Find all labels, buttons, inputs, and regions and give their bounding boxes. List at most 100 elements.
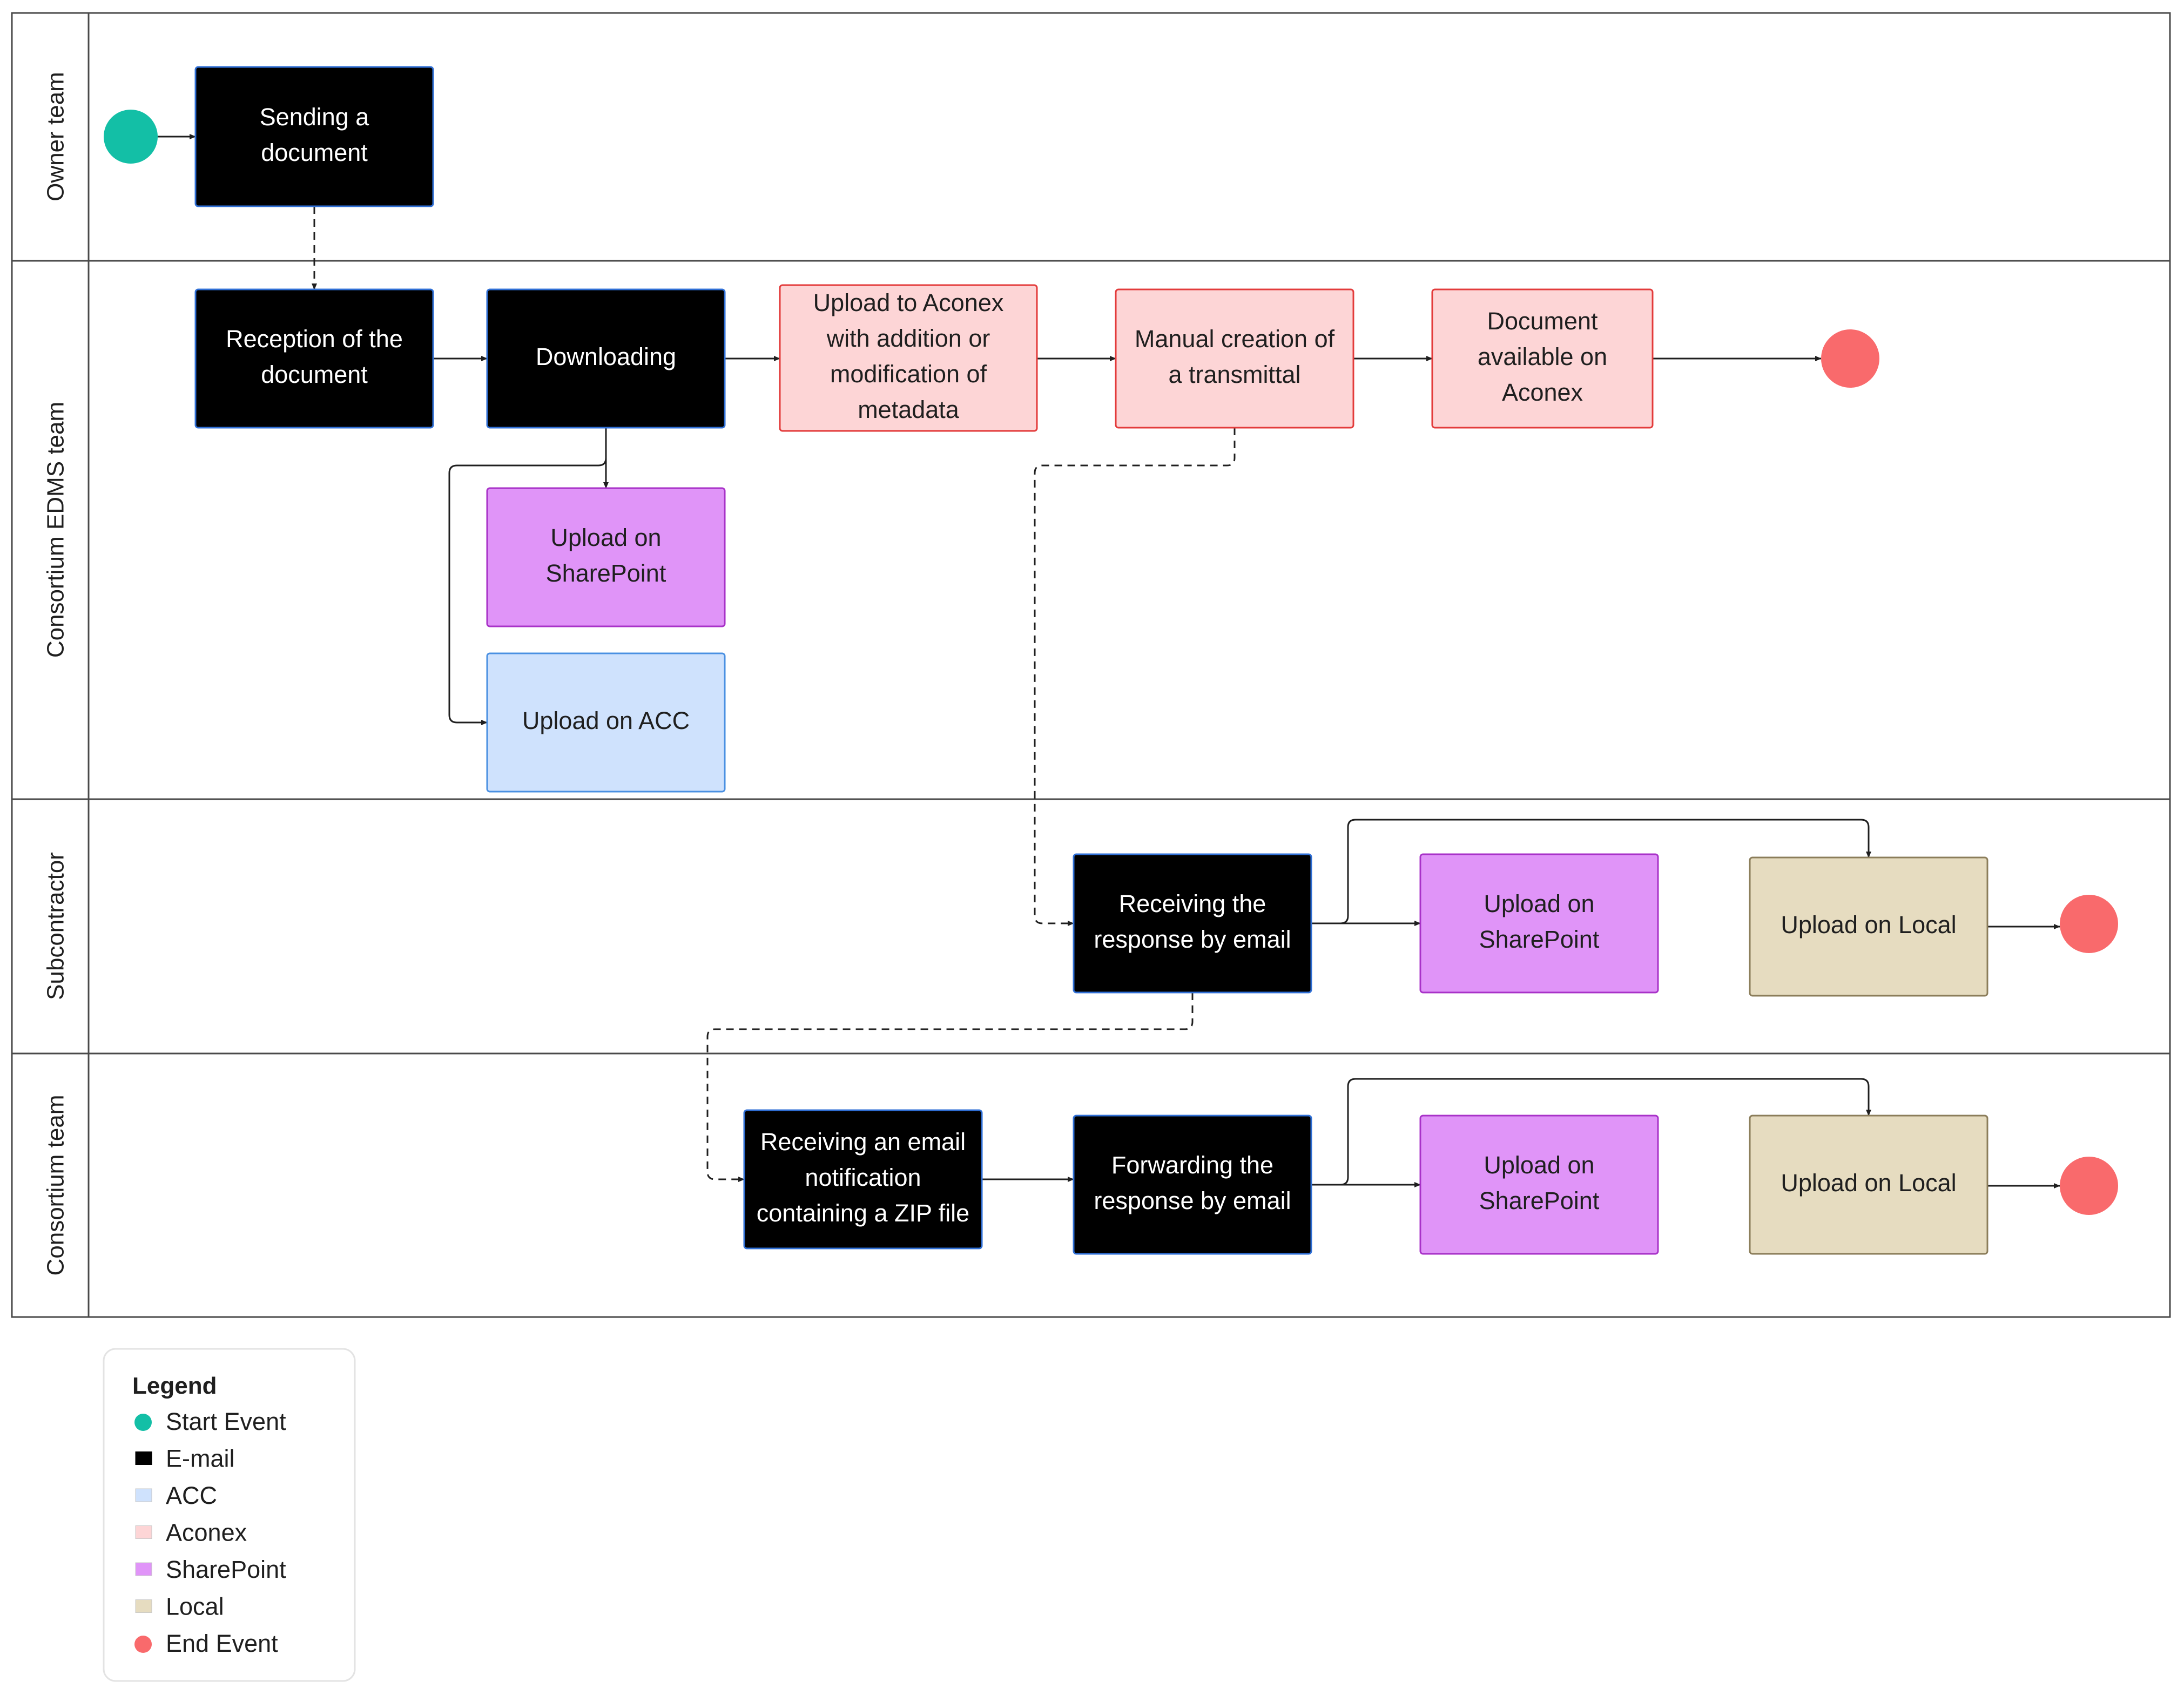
task-box-recv_resp	[1073, 853, 1312, 994]
legend-swatch-square	[135, 1562, 152, 1576]
start-event-start	[104, 110, 158, 164]
task-label-recv_doc: document	[261, 361, 368, 388]
task-label-acc1: Upload on ACC	[522, 707, 690, 734]
task-label-avail: Aconex	[1502, 379, 1583, 406]
task-avail: Document available on Aconex	[1431, 288, 1654, 429]
end-event-end1	[1821, 329, 1879, 388]
task-label-recv_resp: response by email	[1094, 926, 1291, 953]
task-label-sp1: SharePoint	[546, 559, 666, 587]
task-recv_resp: Receiving the response by email	[1073, 853, 1312, 994]
task-sp2: Upload on SharePoint	[1419, 853, 1659, 994]
task-box-local2	[1749, 1115, 1988, 1255]
task-label-local2: Upload on Local	[1781, 1169, 1956, 1197]
edge-manual-to-recv_resp	[1034, 428, 1236, 926]
task-sp1: Upload on SharePoint	[486, 487, 726, 627]
lanes-layer: Owner team Consortium EDMS team Subcontr…	[11, 12, 2171, 1318]
legend-item-label: Local	[166, 1592, 224, 1620]
task-label-recv_doc: Reception of the	[226, 325, 403, 353]
task-box-sp1	[486, 487, 726, 627]
task-label-fwd: response by email	[1094, 1187, 1291, 1214]
legend-item: End Event	[134, 1630, 278, 1657]
task-label-up_aconex: modification of	[830, 360, 987, 388]
task-label-sp2: SharePoint	[1479, 926, 1600, 953]
lane-label-owner: Owner team	[43, 72, 69, 201]
task-label-sp2: Upload on	[1484, 890, 1594, 917]
task-box-manual	[1115, 288, 1354, 429]
legend-item-label: Start Event	[166, 1408, 286, 1435]
legend-item: ACC	[135, 1482, 217, 1509]
task-box-local1	[1749, 856, 1988, 997]
edge-recv_resp-to-local1	[1311, 819, 1871, 924]
task-label-sp1: Upload on	[550, 524, 661, 551]
edge-recv_resp-to-recv_zip	[706, 992, 1194, 1182]
task-up_aconex: Upload to Aconex with addition or modifica…	[779, 284, 1038, 432]
legend-item: Start Event	[134, 1408, 286, 1435]
legend-item-label: E-mail	[166, 1444, 235, 1472]
task-label-sp3: SharePoint	[1479, 1187, 1600, 1214]
pool-frame	[11, 12, 2171, 1318]
legend-item-label: End Event	[166, 1630, 278, 1657]
task-label-recv_zip: notification	[805, 1164, 921, 1191]
edge-fwd-to-local2	[1311, 1078, 1871, 1186]
task-label-send: document	[261, 139, 368, 166]
legend-item-label: ACC	[166, 1482, 217, 1509]
legend-item: Aconex	[135, 1518, 247, 1546]
task-acc1: Upload on ACC	[486, 652, 726, 793]
task-label-fwd: Forwarding the	[1111, 1151, 1273, 1179]
legend-swatch-square	[135, 1525, 152, 1539]
legend-item-label: Aconex	[166, 1518, 247, 1546]
task-label-recv_resp: Receiving the	[1119, 890, 1266, 917]
task-send: Sending a document	[194, 66, 434, 207]
task-label-manual: a transmittal	[1168, 361, 1300, 388]
legend-item-label: SharePoint	[166, 1556, 286, 1583]
task-label-up_aconex: metadata	[858, 396, 960, 423]
legend-swatch-circle	[134, 1636, 152, 1653]
lane-label-subcontractor: Subcontractor	[43, 852, 69, 1000]
task-label-avail: Document	[1487, 307, 1598, 335]
task-sp3: Upload on SharePoint	[1419, 1115, 1659, 1255]
task-box-avail	[1431, 288, 1654, 429]
task-label-sp3: Upload on	[1484, 1151, 1594, 1179]
task-local2: Upload on Local	[1749, 1115, 1988, 1255]
lane-label-edms: Consortium EDMS team	[43, 402, 69, 658]
task-box-acc1	[486, 652, 726, 793]
task-label-up_aconex: Upload to Aconex	[813, 289, 1004, 316]
task-label-send: Sending a	[260, 103, 370, 131]
end-event-end3	[2060, 1157, 2118, 1215]
legend-swatch-square	[135, 1599, 152, 1613]
task-box-sp3	[1419, 1115, 1659, 1255]
task-label-avail: available on	[1478, 343, 1607, 370]
task-box-recv_zip	[743, 1109, 983, 1250]
task-recv_doc: Reception of the document	[194, 288, 434, 429]
legend-box	[103, 1348, 356, 1682]
task-manual: Manual creation of a transmittal	[1115, 288, 1354, 429]
task-box-up_aconex	[779, 284, 1038, 432]
task-recv_zip: Receiving an emailnotificationcontaining…	[743, 1109, 983, 1250]
task-box-download	[486, 288, 726, 429]
task-fwd: Forwarding the response by email	[1073, 1115, 1312, 1255]
task-box-fwd	[1073, 1115, 1312, 1255]
edge-download-to-acc1	[448, 428, 607, 725]
legend-swatch-square	[135, 1451, 152, 1465]
task-label-download: Downloading	[536, 343, 676, 370]
task-box-sp2	[1419, 853, 1659, 994]
task-download: Downloading	[486, 288, 726, 429]
task-box-send	[194, 66, 434, 207]
lane-label-consortium: Consortium team	[43, 1095, 69, 1275]
task-label-up_aconex: with addition or	[826, 325, 990, 352]
legend-item: Local	[135, 1592, 224, 1620]
legend-swatch-square	[135, 1488, 152, 1502]
end-event-end2	[2060, 895, 2118, 953]
legend-item: SharePoint	[135, 1556, 286, 1583]
task-label-recv_zip: containing a ZIP file	[757, 1199, 969, 1227]
legend-swatch-circle	[134, 1414, 152, 1431]
task-label-local1: Upload on Local	[1781, 911, 1956, 938]
task-label-manual: Manual creation of	[1135, 325, 1335, 353]
task-local1: Upload on Local	[1749, 856, 1988, 997]
edges-layer	[158, 134, 2060, 1188]
legend-title: Legend	[132, 1373, 217, 1399]
task-box-recv_doc	[194, 288, 434, 429]
